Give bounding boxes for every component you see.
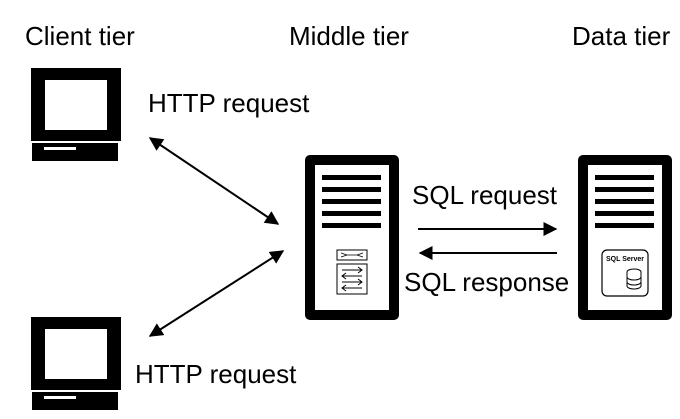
- http-request-label-top: HTTP request: [148, 88, 310, 118]
- database-icon: SQL Server: [601, 249, 649, 297]
- http-arrow-top: [148, 137, 280, 225]
- data-tier-heading: Data tier: [572, 21, 671, 51]
- sql-server-badge-label: SQL Server: [606, 256, 644, 263]
- client-monitor-top-icon: [31, 68, 121, 161]
- middle-tier-heading: Middle tier: [289, 21, 409, 51]
- middle-tier-server-icon: [305, 155, 399, 320]
- http-request-label-bottom: HTTP request: [135, 359, 297, 389]
- sql-response-label: SQL response: [404, 267, 569, 297]
- client-tier-heading: Client tier: [25, 21, 135, 51]
- http-arrow-bottom: [148, 250, 285, 337]
- sql-request-label: SQL request: [412, 180, 558, 210]
- data-tier-server-icon: SQL Server: [578, 155, 672, 320]
- client-monitor-bottom-icon: [31, 317, 121, 410]
- network-switch-icon: [336, 249, 368, 295]
